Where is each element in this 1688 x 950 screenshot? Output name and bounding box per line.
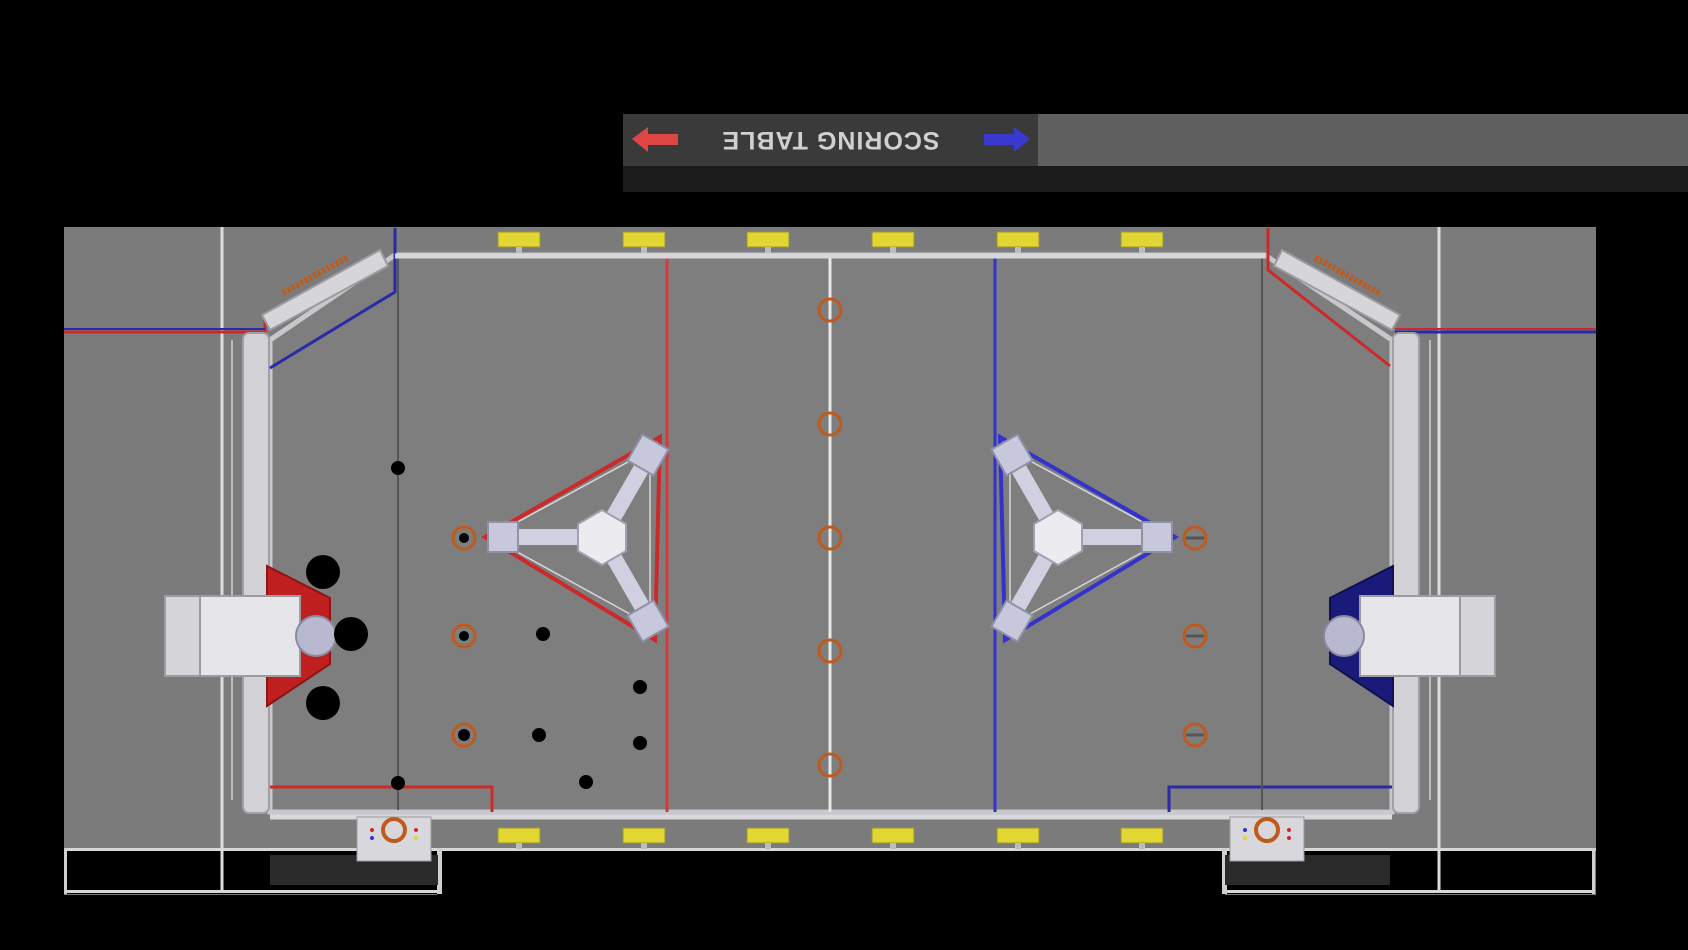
right-arrow-icon [984,127,1030,152]
scoring-table-extension [1038,114,1688,166]
scoring-table-sign: SCORING TABLE [623,114,1038,166]
left-arrow-icon [632,127,678,152]
scoring-table-shadow [623,166,1688,192]
